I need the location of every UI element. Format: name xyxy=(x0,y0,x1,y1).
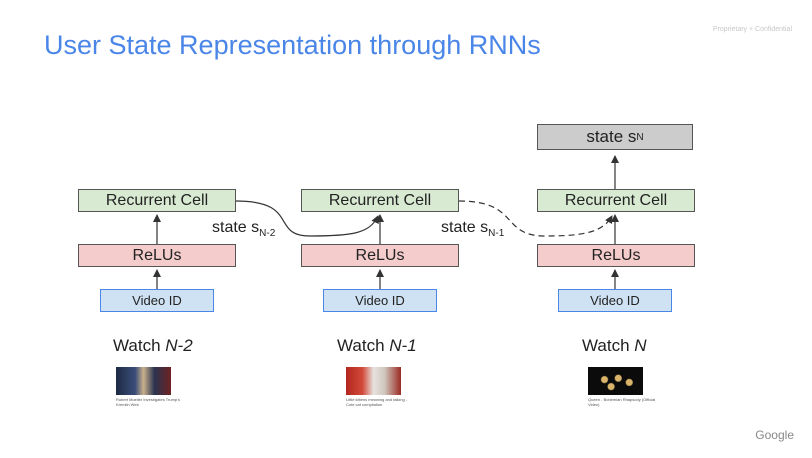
watch-label-2-var: N-1 xyxy=(389,336,417,355)
watch-label-1-var: N-2 xyxy=(165,336,193,355)
watch-label-3-text: Watch xyxy=(582,336,635,355)
slide-title: User State Representation through RNNs xyxy=(44,30,541,60)
transition-curve-2 xyxy=(458,200,613,237)
state-label-n-1: state sN-1 xyxy=(441,219,504,239)
relus-2: ReLUs xyxy=(301,244,459,267)
watch-label-1: Watch N-2 xyxy=(113,336,193,356)
video-caption-1: Robert Mueller Investigates Trump's Krem… xyxy=(116,397,180,407)
video-thumbnail-2 xyxy=(346,367,401,395)
video-thumbnail-3 xyxy=(588,367,643,395)
confidential-label: Proprietary + Confidential xyxy=(712,26,792,33)
relus-1: ReLUs xyxy=(78,244,236,267)
watch-label-3: Watch N xyxy=(582,336,647,356)
state-sn-subscript: N xyxy=(636,131,644,143)
video-id-2: Video ID xyxy=(323,289,437,312)
watch-label-1-text: Watch xyxy=(113,336,166,355)
state-label-n-2-text: state s xyxy=(212,219,260,236)
recurrent-cell-3: Recurrent Cell xyxy=(537,189,695,212)
recurrent-cell-2: Recurrent Cell xyxy=(301,189,459,212)
video-caption-2: Little kittens meowing and talking - Cut… xyxy=(346,397,408,407)
state-label-n-1-subscript: N-1 xyxy=(488,228,505,240)
video-id-3: Video ID xyxy=(558,289,672,312)
state-label-n-2: state sN-2 xyxy=(212,219,275,239)
video-caption-3: Queen - Bohemian Rhapsody (Official Vide… xyxy=(588,397,656,407)
recurrent-cell-1: Recurrent Cell xyxy=(78,189,236,212)
state-label-n-1-text: state s xyxy=(441,219,489,236)
google-logo: Google xyxy=(755,428,794,442)
transition-curve-1 xyxy=(235,200,379,237)
video-id-1: Video ID xyxy=(100,289,214,312)
watch-label-3-var: N xyxy=(634,336,647,355)
relus-3: ReLUs xyxy=(537,244,695,267)
state-sn-label: state s xyxy=(586,127,637,146)
state-label-n-2-subscript: N-2 xyxy=(259,228,276,240)
watch-label-2-text: Watch xyxy=(337,336,390,355)
video-thumbnail-1 xyxy=(116,367,171,395)
watch-label-2: Watch N-1 xyxy=(337,336,417,356)
